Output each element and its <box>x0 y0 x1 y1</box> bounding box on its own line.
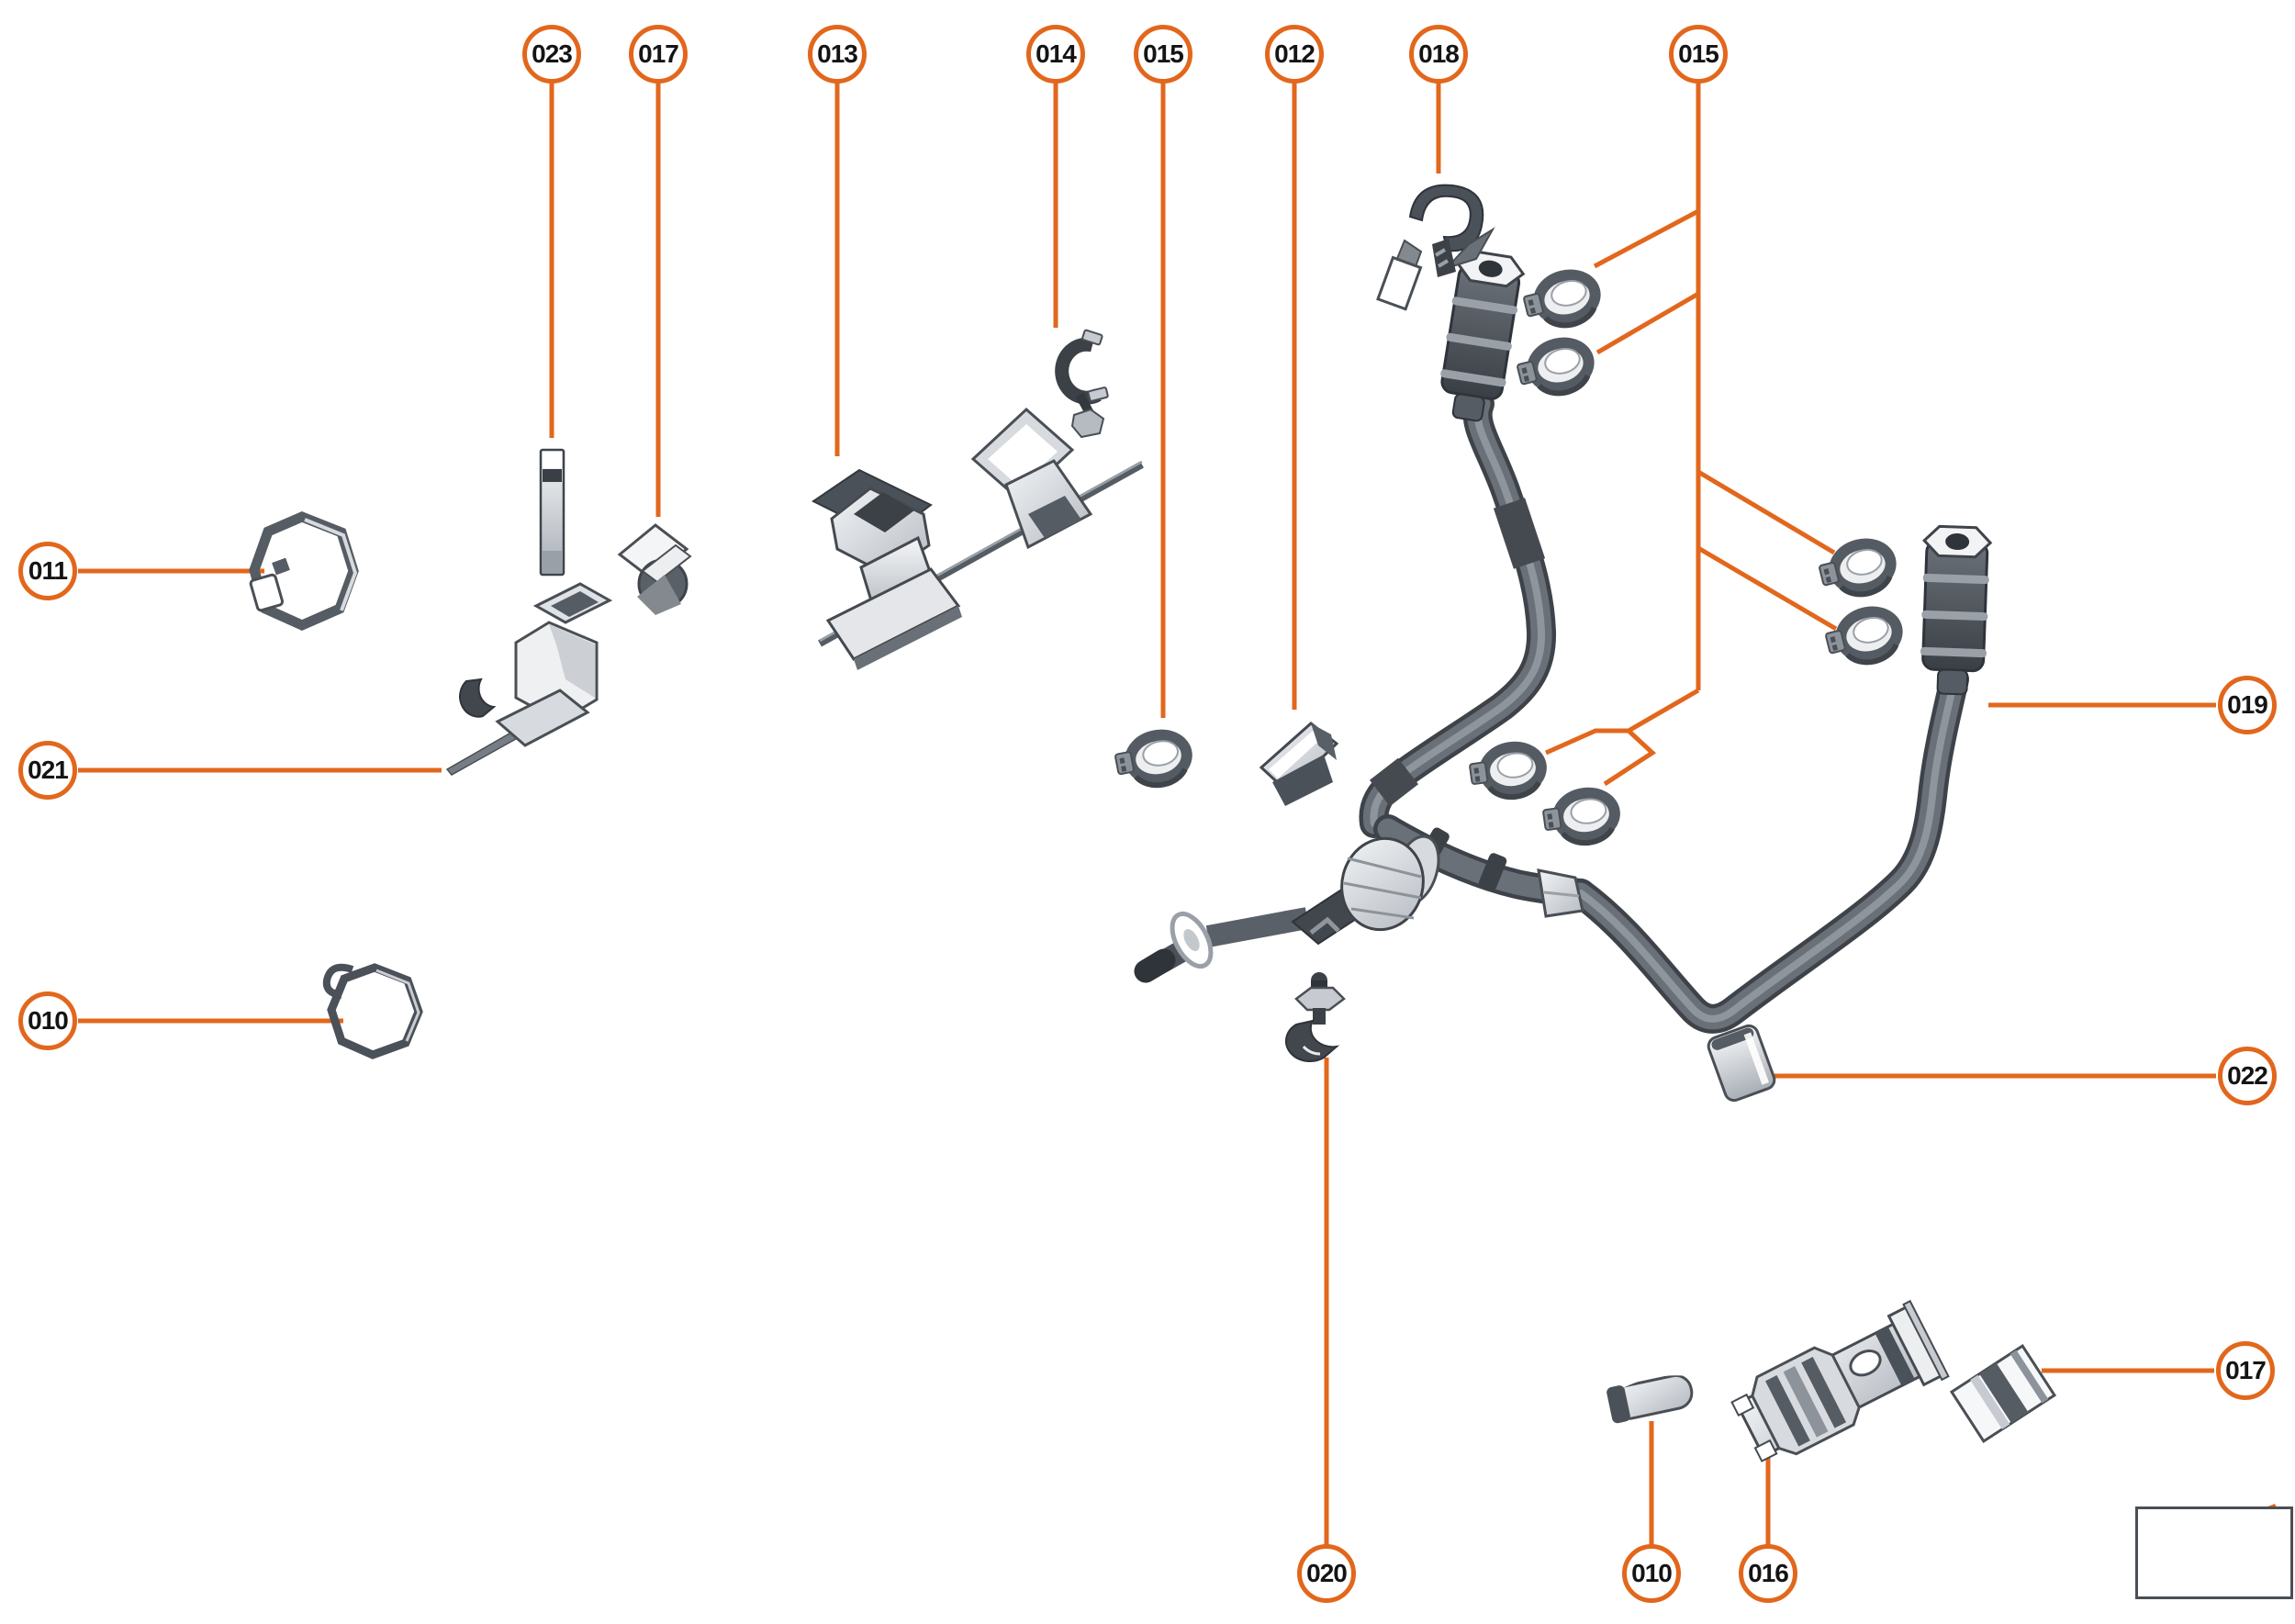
leader-015b-fork-a <box>1544 688 1700 756</box>
part-022-rubber-sleeve <box>1707 1024 1776 1103</box>
callout-010-b[interactable]: 010 <box>1622 1544 1681 1603</box>
part-016-buckle-strap <box>1730 1299 1950 1462</box>
callout-014[interactable]: 014 <box>1026 25 1085 84</box>
leader-015b-branch4 <box>1696 545 1838 632</box>
part-019-fuel-hose-assembly <box>1134 247 1993 1034</box>
part-013-strap-bracket <box>812 407 1144 670</box>
leader-015b-branch1 <box>1593 208 1700 269</box>
callout-017[interactable]: 017 <box>629 25 688 84</box>
part-021-retaining-bracket <box>445 582 613 776</box>
part-018-hook-clip <box>1376 184 1495 311</box>
leader-015b-branch3 <box>1696 469 1836 555</box>
part-015-hose-clamp-2 <box>1515 337 1595 402</box>
callout-013[interactable]: 013 <box>808 25 867 84</box>
hose-long-run <box>1566 665 1969 1034</box>
part-015-hose-clamp-4 <box>1823 606 1904 671</box>
part-017-retaining-clip <box>617 523 692 615</box>
part-015-hose-clamp-1 <box>1521 269 1602 334</box>
part-020-stud-clip <box>1284 972 1346 1063</box>
leader-015b-fork-b <box>1603 729 1657 787</box>
callout-016[interactable]: 016 <box>1739 1544 1797 1603</box>
callout-021[interactable]: 021 <box>18 741 77 800</box>
part-015-hose-clamp-5 <box>1463 736 1551 810</box>
part-015-hose-clamp-7 <box>1111 727 1194 797</box>
callout-018[interactable]: 018 <box>1409 25 1468 84</box>
hose-upper-branch <box>1359 389 1557 838</box>
callout-010[interactable]: 010 <box>18 991 77 1050</box>
diagram-continues-badge <box>2135 1506 2293 1599</box>
part-023-strap-tie <box>539 448 565 577</box>
callout-023[interactable]: 023 <box>522 25 581 84</box>
hose-tail-fitting <box>1134 834 1584 983</box>
hose-connector-right <box>1917 524 1993 697</box>
callout-020[interactable]: 020 <box>1297 1544 1356 1603</box>
part-012-sheet-spring-clip <box>1259 722 1339 806</box>
part-010-clamp-ring <box>322 963 423 1059</box>
part-015-hose-clamp-6 <box>1537 782 1624 856</box>
callout-015-a[interactable]: 015 <box>1134 25 1192 84</box>
part-010b-band-ring <box>1606 1370 1694 1424</box>
leader-015b-branch2 <box>1595 291 1700 355</box>
callout-017-b[interactable]: 017 <box>2216 1341 2275 1400</box>
part-011-band-clamp <box>249 511 359 632</box>
leader-lines <box>78 83 2216 1545</box>
part-017b-striped-clip <box>1949 1344 2057 1443</box>
callout-012[interactable]: 012 <box>1265 25 1324 84</box>
part-014-spring-clip <box>1055 329 1109 439</box>
callout-015-b[interactable]: 015 <box>1669 25 1728 84</box>
callout-019[interactable]: 019 <box>2218 676 2277 734</box>
hose-connector-upper <box>1432 247 1528 426</box>
callout-022[interactable]: 022 <box>2218 1047 2277 1105</box>
callout-011[interactable]: 011 <box>18 542 77 600</box>
